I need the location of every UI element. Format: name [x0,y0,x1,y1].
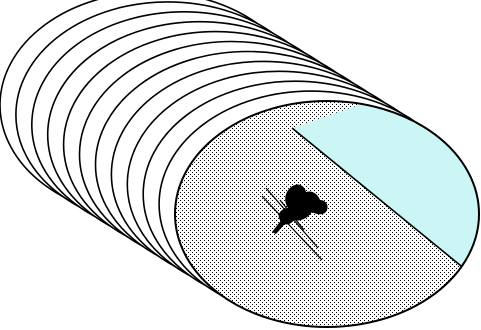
stacked-discs-figure [0,0,481,330]
